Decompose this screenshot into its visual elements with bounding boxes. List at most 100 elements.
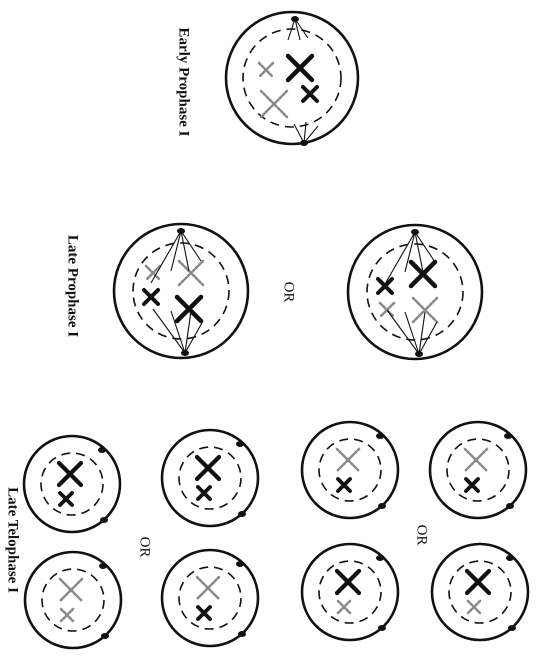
cell-late-prophase-right [346,223,484,361]
telophase-cell-3-centrosome-top [236,441,244,447]
chromosome-grey-large-arm-b [259,89,289,119]
cell-late-prophase-right-chromosome-black-small-arm-b [376,277,394,295]
telophase-cell-4 [160,548,260,648]
telophase-cell-2-nuclear-envelope [41,568,105,632]
cell-late-prophase-right-spindle-bottom-fiber-1 [404,311,420,355]
telophase-cell-6-nuclear-envelope [318,560,382,624]
telophase-cell-6-centrosome-bottom [378,625,386,631]
cell-late-prophase-right-spindle-bottom-fiber-3 [418,321,438,355]
spindle-bottom-fiber-0 [293,123,305,144]
telophase-cell-7 [428,420,528,520]
cell-late-prophase-right-chromosome-grey-large-arm-b [411,296,439,324]
telophase-cell-4-chromosome-small-arm-b [196,605,212,621]
telophase-cell-3-nuclear-envelope [178,446,242,510]
telophase-cell-7-chromosome-small-arm-b [464,477,480,493]
chromosome-black-small-arm-b [301,85,319,103]
cell-late-prophase-right-chromosome-black-large-arm-b [408,259,438,289]
telophase-cell-8-centrosome-top [506,555,514,561]
cell-late-prophase-right-spindle-top-fiber-2 [414,231,424,273]
telophase-cell-7-chromosome-large-arm-b [463,447,489,473]
or-telophase-right: OR [413,524,430,546]
telophase-cell-8-centrosome-bottom [508,625,516,631]
telophase-cell-5-nuclear-envelope [318,438,382,502]
telophase-cell-8-chromosome-large-arm-b [464,568,492,596]
cell-late-prophase-left-chromosome-grey-small-arm-b [144,264,162,282]
telophase-cell-5-centrosome-top [376,433,384,439]
telophase-cell-8-membrane [430,542,530,642]
telophase-cell-5-centrosome-bottom [378,503,386,509]
telophase-cell-6-chromosome-small-arm-b [336,599,352,615]
telophase-cell-1-nuclear-envelope [40,452,104,516]
telophase-cell-6 [300,542,400,642]
cell-late-prophase-left-chromosome-black-large-arm-b [174,294,204,324]
telophase-cell-7-nuclear-envelope [446,438,510,502]
label-late-telophase: Late Telophase I [4,487,21,593]
telophase-cell-3-chromosome-large-arm-b [194,454,222,482]
spindle-top-fiber-1 [294,18,301,41]
telophase-cell-1-centrosome-bottom [100,517,108,523]
cell-late-prophase-left-spindle-bottom-fiber-1 [170,310,186,354]
cell-late-prophase-left-spindle-bottom-fiber-0 [152,308,186,354]
telophase-cell-2-membrane [23,550,123,650]
or-prophase: OR [280,281,297,303]
cell-late-prophase-left-spindle-bottom-fiber-3 [184,320,204,354]
telophase-cell-1-chromosome-small-arm-b [58,491,74,507]
telophase-cell-4-membrane [160,548,260,648]
chromosome-black-large-arm-b [285,53,315,83]
cell-late-prophase-left-spindle-top-fiber-3 [180,230,202,262]
telophase-cell-1 [22,434,122,534]
telophase-cell-8-chromosome-small-arm-b [466,599,482,615]
telophase-cell-4-nuclear-envelope [178,566,242,630]
telophase-cell-2-chromosome-large-arm-b [58,577,84,603]
telophase-cell-2 [23,550,123,650]
cell-late-prophase-left-nuclear-envelope [132,242,230,340]
label-early-prophase: Early Prophase I [175,27,192,137]
telophase-cell-5 [300,420,400,520]
telophase-cell-4-chromosome-large-arm-b [195,575,221,601]
telophase-cell-3-membrane [160,428,260,528]
cell-late-prophase-left-chromosome-grey-large-arm-b [177,259,205,287]
cell-late-prophase-right-spindle-top-fiber-0 [384,231,416,285]
telophase-cell-4-centrosome-bottom [238,631,246,637]
telophase-cell-8 [430,542,530,642]
cell-late-prophase-left-spindle-top-fiber-1 [170,230,182,272]
telophase-cell-1-membrane [22,434,122,534]
telophase-cell-2-centrosome-bottom [101,633,109,639]
spindle-top-fiber-0 [287,18,296,41]
cell-late-prophase-right-spindle-bottom-fiber-2 [418,311,426,355]
telophase-cell-3 [160,428,260,528]
label-late-prophase: Late Prophase I [64,234,81,338]
early-prophase-membrane [224,10,360,146]
telophase-cell-7-centrosome-top [504,433,512,439]
cell-late-prophase-right-nuclear-envelope [366,243,464,341]
chromosome-grey-small-arm-b [257,61,275,79]
telophase-cell-6-chromosome-large-arm-b [334,568,362,596]
cell-late-prophase-left-spindle-top-fiber-2 [180,230,190,272]
telophase-cell-5-chromosome-large-arm-b [335,447,361,473]
cell-late-prophase-right-membrane [346,223,484,361]
telophase-cell-2-centrosome-top [99,563,107,569]
telophase-cell-3-centrosome-bottom [238,511,246,517]
cell-late-prophase-left [112,222,250,360]
cell-late-prophase-right-spindle-bottom-fiber-0 [386,309,420,355]
cell-early-prophase [224,10,360,146]
telophase-cell-5-membrane [300,420,400,520]
cell-late-prophase-left-membrane [112,222,250,360]
cell-late-prophase-left-chromosome-black-small-arm-b [142,288,160,306]
cell-late-prophase-right-spindle-top-fiber-3 [414,231,436,263]
spindle-bottom-fiber-1 [303,121,307,144]
telophase-cell-1-chromosome-large-arm-b [56,460,84,488]
telophase-cell-8-nuclear-envelope [448,560,512,624]
spindle-bottom-fiber-2 [303,125,319,144]
telophase-cell-5-chromosome-small-arm-b [336,477,352,493]
cell-late-prophase-right-spindle-top-fiber-1 [404,231,416,273]
telophase-cell-6-membrane [300,542,400,642]
telophase-cell-1-centrosome-top [98,447,106,453]
telophase-cell-6-centrosome-top [376,555,384,561]
cell-late-prophase-left-spindle-bottom-fiber-2 [184,310,192,354]
telophase-cell-7-membrane [428,420,528,520]
spindle-top-fiber-2 [294,18,309,39]
telophase-cell-7-centrosome-bottom [506,503,514,509]
